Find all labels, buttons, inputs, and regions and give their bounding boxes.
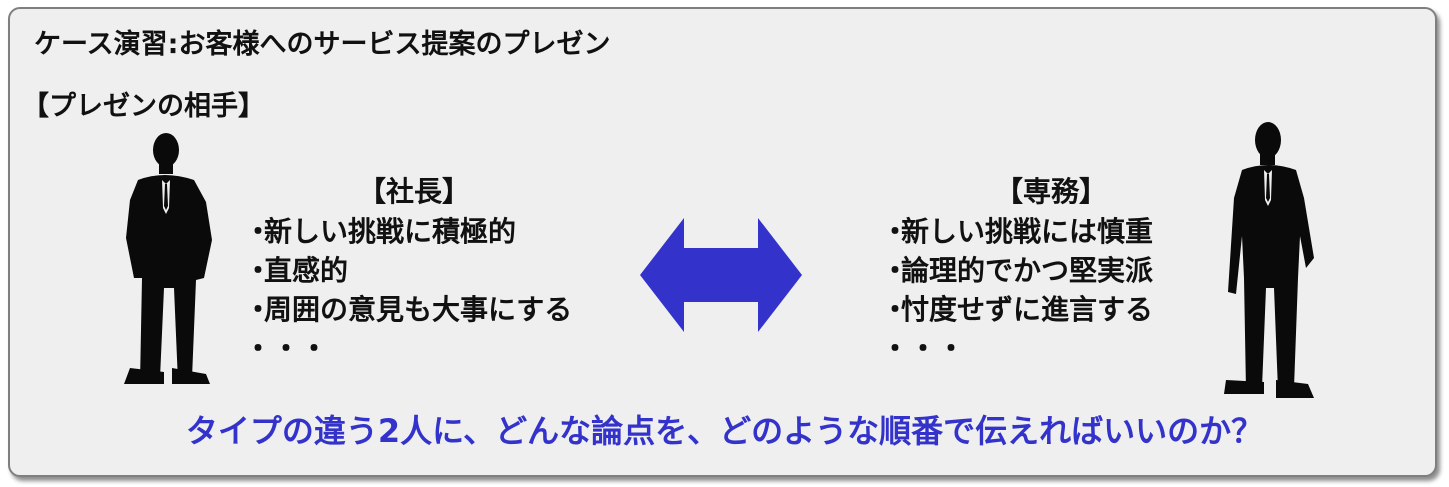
double-arrow-icon: [640, 218, 802, 332]
list-item: ・・・: [881, 329, 1205, 368]
list-item: ・論理的でかつ堅実派: [881, 251, 1205, 290]
director-heading: 【専務】: [995, 175, 1108, 208]
list-item: ・直感的: [244, 251, 572, 290]
list-item: ・新しい挑戦には慎重: [881, 212, 1205, 251]
trait-label: 新しい挑戦に積極的: [264, 215, 517, 248]
list-item: ・・・: [244, 329, 572, 368]
businessman-arms-crossed-icon: [124, 133, 212, 384]
trait-label: 直感的: [264, 254, 349, 287]
case-panel: [8, 7, 1437, 477]
trait-label: 忖度せずに進言する: [901, 293, 1154, 326]
list-item: ・新しい挑戦に積極的: [244, 212, 572, 251]
bullet: ・: [244, 293, 273, 326]
director-traits: ・新しい挑戦には慎重 ・論理的でかつ堅実派 ・忖度せずに進言する ・・・: [881, 212, 1205, 368]
bullet: ・: [244, 215, 273, 248]
president-column: 【社長】 ・新しい挑戦に積極的 ・直感的 ・周囲の意見も大事にする ・・・: [244, 172, 572, 368]
ellipsis-label: ・・・: [244, 332, 329, 365]
list-item: ・周囲の意見も大事にする: [244, 290, 572, 329]
list-item: ・忖度せずに進言する: [881, 290, 1205, 329]
trait-label: 新しい挑戦には慎重: [901, 215, 1154, 248]
president-heading: 【社長】: [358, 175, 471, 208]
trait-label: 周囲の意見も大事にする: [264, 293, 573, 326]
bullet: ・: [881, 293, 910, 326]
president-traits: ・新しい挑戦に積極的 ・直感的 ・周囲の意見も大事にする ・・・: [244, 212, 572, 368]
bullet: ・: [244, 254, 273, 287]
page-title: ケース演習:お客様へのサービス提案のプレゼン: [34, 29, 611, 60]
businessman-standing-icon: [1224, 122, 1314, 398]
bullet: ・: [881, 215, 910, 248]
ellipsis-label: ・・・: [881, 332, 966, 365]
director-column: 【専務】 ・新しい挑戦には慎重 ・論理的でかつ堅実派 ・忖度せずに進言する ・・…: [881, 172, 1205, 368]
key-question: タイプの違う2人に、どんな論点を、どのような順番で伝えればいいのか？: [185, 412, 1264, 450]
bullet: ・: [881, 254, 910, 287]
trait-label: 論理的でかつ堅実派: [901, 254, 1154, 287]
section-subtitle: 【プレゼンの相手】: [22, 91, 265, 122]
